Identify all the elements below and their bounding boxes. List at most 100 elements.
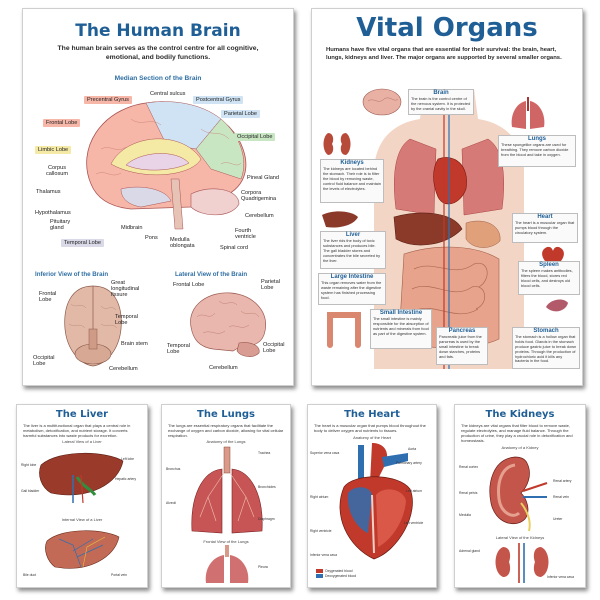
- liver-label-bile-duct: Bile duct: [23, 573, 37, 577]
- lateral-label-occipital: Occipital Lobe: [263, 342, 285, 355]
- kidney-label-renal-pelvis: Renal pelvis: [459, 491, 478, 495]
- lungs-anatomy-illustration: [191, 446, 263, 534]
- label-hypothalamus: Hypothalamus: [35, 210, 71, 216]
- heart-label-right-ventricle: Right ventricle: [310, 529, 332, 533]
- label-thalamus: Thalamus: [36, 189, 61, 195]
- info-brain-text: The brain is the control centre of the n…: [411, 96, 471, 111]
- lateral-label-cerebellum: Cerebellum: [209, 365, 238, 371]
- inferior-label-stem: Brain stem: [121, 341, 148, 347]
- torso-illustration: [374, 89, 524, 369]
- info-small-intestine: Small Intestine The small intestine is m…: [370, 309, 432, 349]
- legend-oxygenated: Oxygenated blood: [316, 569, 356, 573]
- heart-label-right-atrium: Right atrium: [310, 495, 329, 499]
- liver-title: The Liver: [55, 409, 109, 420]
- label-occipital-lobe: Occipital Lobe: [234, 133, 276, 141]
- inferior-label-fissure: Great longitudinal fissure: [111, 280, 140, 299]
- info-stomach: Stomach The stomach is a hollow organ th…: [512, 327, 580, 369]
- lungs-label-pleura: Pleura: [258, 565, 268, 569]
- lungs-frontal-illustration: [205, 545, 249, 583]
- lungs-label-bronchus: Bronchus: [166, 467, 181, 471]
- info-large-intestine-text: This organ removes water from the waste …: [321, 280, 382, 300]
- liver-intro: The liver is a multifunctional organ tha…: [23, 423, 131, 438]
- lungs-title: The Lungs: [197, 409, 255, 420]
- info-large-intestine: Large Intestine This organ removes water…: [318, 273, 386, 305]
- lungs-intro: The lungs are essential respiratory orga…: [168, 423, 284, 438]
- info-pancreas-text: Pancreatic juice from the pancreas is us…: [439, 334, 482, 359]
- kidney-label-ureter: Ureter: [553, 517, 563, 521]
- label-limbic-lobe: Limbic Lobe: [35, 146, 72, 154]
- info-large-intestine-heading: Large Intestine: [330, 274, 374, 280]
- lungs-caption-anatomy: Anatomy of the Lungs: [206, 439, 246, 444]
- lungs-label-bronchioles: Bronchioles: [258, 485, 276, 489]
- label-fourth-ventricle: Fourth ventricle: [235, 228, 256, 241]
- label-frontal-lobe: Frontal Lobe: [43, 119, 81, 127]
- info-brain: Brain The brain is the control centre of…: [408, 89, 474, 115]
- info-spleen: Spleen The spleen makes antibodies, filt…: [518, 261, 580, 295]
- poster-lungs: The Lungs The lungs are essential respir…: [161, 404, 291, 588]
- inferior-label-occipital: Occipital Lobe: [33, 355, 55, 368]
- legend-deoxygenated-label: Deoxygenated blood: [325, 574, 357, 578]
- info-liver-heading: Liver: [345, 232, 361, 238]
- poster-vital-organs: Vital Organs Humans have five vital orga…: [311, 8, 583, 386]
- liver-label-portal-vein: Portal vein: [111, 573, 128, 577]
- kidney-label-adrenal-gland: Adrenal gland: [459, 549, 480, 553]
- brain-icon: [362, 88, 402, 116]
- inferior-brain-illustration: [64, 285, 122, 367]
- organs-title: Vital Organs: [356, 13, 538, 43]
- liver-caption-lateral: Lateral View of a Liver: [62, 439, 102, 444]
- kidneys-icon: [323, 133, 351, 155]
- heart-title: The Heart: [344, 409, 400, 420]
- kidney-label-medulla: Medulla: [459, 513, 471, 517]
- info-lungs: Lungs These spongelike organs are used f…: [498, 135, 576, 167]
- heart-label-aorta: Aorta: [408, 447, 417, 451]
- legend-oxygenated-label: Oxygenated blood: [325, 569, 353, 573]
- label-corpus-callosum: Corpus callosum: [45, 165, 69, 178]
- info-heart-text: The heart is a muscular organ that pumps…: [515, 220, 575, 235]
- kidneys-caption-lateral: Lateral View of the Kidneys: [495, 535, 545, 540]
- info-pancreas-heading: Pancreas: [448, 328, 476, 334]
- info-kidneys-heading: Kidneys: [340, 160, 364, 166]
- organs-intro: Humans have five vital organs that are e…: [326, 47, 562, 61]
- label-central-sulcus: Central sulcus: [150, 91, 186, 97]
- label-pineal-gland: Pineal Gland: [247, 175, 280, 181]
- info-kidneys: Kidneys The kidneys are located behind t…: [320, 159, 384, 203]
- lateral-label-parietal: Parietal Lobe: [261, 279, 280, 292]
- kidney-anatomy-illustration: [489, 456, 548, 532]
- lateral-label-temporal: Temporal Lobe: [167, 343, 191, 356]
- liver-label-hepatic-artery: Hepatic artery: [115, 477, 137, 481]
- label-cerebellum: Cerebellum: [245, 213, 274, 219]
- poster-kidneys: The Kidneys The kidneys are vital organs…: [454, 404, 586, 588]
- inferior-label-cerebellum: Cerebellum: [109, 366, 138, 372]
- kidneys-title: The Kidneys: [485, 409, 555, 420]
- liver-icon: [322, 211, 358, 228]
- info-brain-heading: Brain: [433, 90, 449, 96]
- label-spinal-cord: Spinal cord: [220, 245, 248, 251]
- kidney-label-renal-artery: Renal artery: [553, 479, 572, 483]
- info-stomach-text: The stomach is a hollow organ that holds…: [515, 334, 577, 364]
- inferior-label-temporal: Temporal Lobe: [115, 314, 139, 327]
- liver-label-right-lobe: Right lobe: [21, 463, 37, 467]
- large-intestine-icon: [327, 312, 361, 348]
- heart-label-left-ventricle: Left ventricle: [404, 521, 424, 525]
- kidneys-caption-anatomy: Anatomy of a Kidney: [501, 445, 539, 450]
- info-heart: Heart The heart is a muscular organ that…: [512, 213, 578, 243]
- label-precentral-gyrus: Precentral Gyrus: [84, 96, 132, 104]
- inferior-label-frontal: Frontal Lobe: [39, 291, 57, 304]
- lungs-icon: [511, 97, 545, 129]
- heart-intro: The heart is a muscular organ that pumps…: [314, 423, 426, 433]
- lungs-label-trachea: Trachea: [258, 451, 271, 455]
- label-medulla-oblongata: Medulla oblongata: [170, 237, 195, 250]
- label-parietal-lobe: Parietal Lobe: [221, 110, 260, 118]
- inferior-heading: Inferior View of the Brain: [35, 271, 109, 278]
- liver-lateral-illustration: [39, 452, 124, 504]
- liver-label-gall-bladder: Gall bladder: [21, 489, 40, 493]
- lateral-brain-illustration: [190, 292, 266, 357]
- liver-label-left-lobe: Left lobe: [121, 457, 135, 461]
- lungs-caption-frontal: Frontal View of the Lungs: [203, 539, 249, 544]
- lateral-label-frontal: Frontal Lobe: [173, 282, 205, 288]
- kidneys-lateral-illustration: [495, 543, 549, 583]
- label-midbrain: Midbrain: [121, 225, 143, 231]
- brain-intro: The human brain serves as the control ce…: [57, 45, 259, 61]
- info-stomach-heading: Stomach: [533, 328, 559, 334]
- brain-title: The Human Brain: [75, 21, 241, 41]
